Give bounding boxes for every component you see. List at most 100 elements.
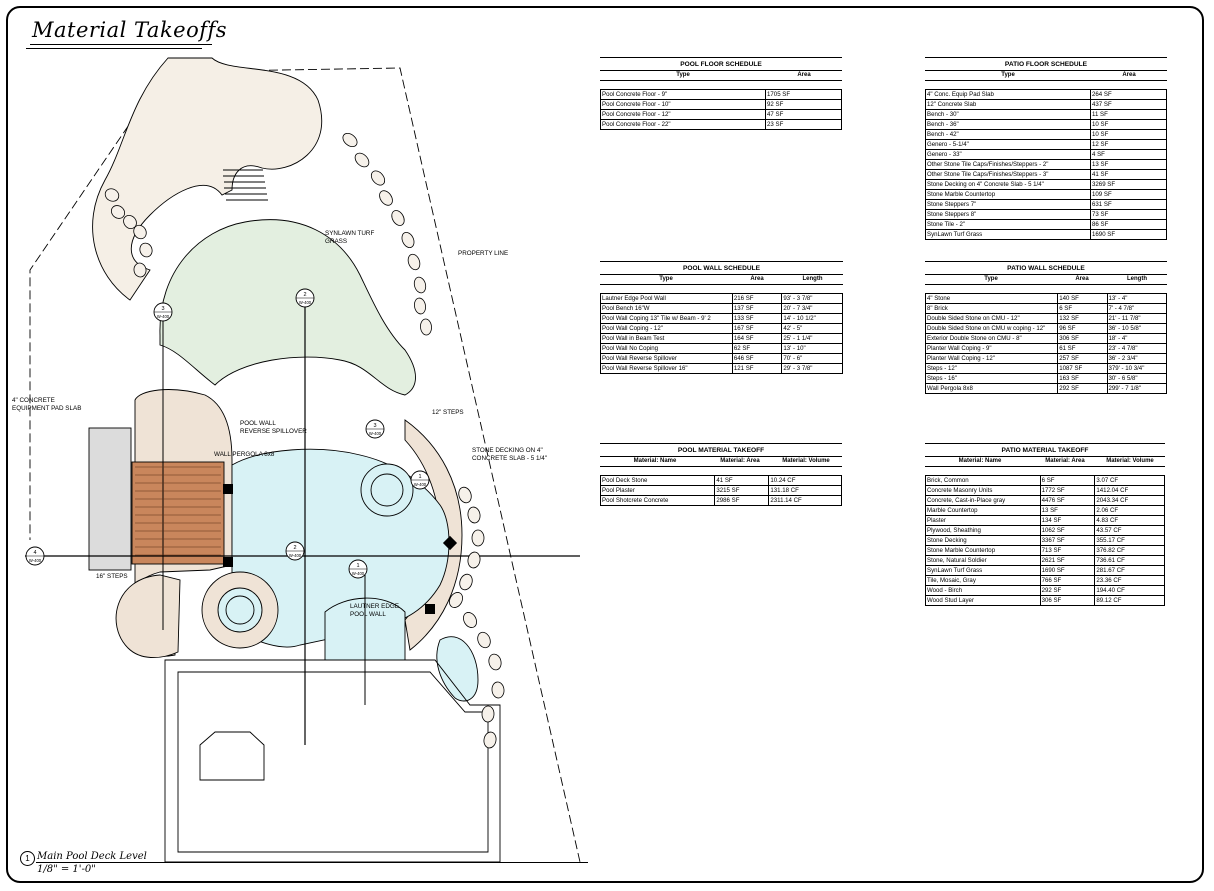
stepper-stone xyxy=(104,188,120,202)
table-cell: Pool Wall Reverse Spillover 16" xyxy=(600,363,733,374)
table-cell: 36' - 10 5/8" xyxy=(1106,323,1167,334)
table-cell: Plywood, Sheathing xyxy=(925,525,1041,536)
table-cell: 13 SF xyxy=(1039,505,1096,516)
column-header: Length xyxy=(802,276,823,282)
label-lautner-edge: LAUTNER EDGE POOL WALL xyxy=(350,603,399,618)
section-mark: 1W-400 xyxy=(410,470,430,490)
table-cell: Pool Wall in Beam Test xyxy=(600,333,733,344)
table-cell: 140 SF xyxy=(1057,293,1108,304)
table-row: Bench - 30"11 SF xyxy=(924,109,1167,120)
column-header: Area xyxy=(750,276,764,282)
table-row: Stone Steppers 7"631 SF xyxy=(924,199,1167,210)
table-cell: Wood - Birch xyxy=(925,585,1041,596)
house-inner xyxy=(177,671,489,853)
table-cell: 121 SF xyxy=(731,363,783,374)
table-cell: 25' - 1 1/4" xyxy=(781,333,843,344)
table-cell: Bench - 36" xyxy=(924,119,1092,130)
column-header: Area xyxy=(1122,72,1136,78)
stepper-stone xyxy=(488,653,502,671)
table-cell: Stone Steppers 8" xyxy=(924,209,1092,220)
level-scale: 1/8" = 1'-0" xyxy=(37,864,96,875)
table-cell: 10 SF xyxy=(1090,129,1167,140)
section-mark: 3W-400 xyxy=(153,302,173,322)
column-header: Material: Area xyxy=(1045,458,1085,464)
level-number-bubble: 1 xyxy=(20,851,35,866)
planter xyxy=(436,636,479,702)
table-cell: 41 SF xyxy=(714,475,770,486)
table-cell: Concrete, Cast-in-Place gray xyxy=(925,495,1041,506)
table-cell: Genero - 5-1/4" xyxy=(924,139,1092,150)
table-cell: 2311.14 CF xyxy=(768,495,842,506)
section-mark-number: 4 xyxy=(33,550,36,556)
table-cell: Concrete Masonry Units xyxy=(925,485,1041,496)
table-cell: 4 SF xyxy=(1090,149,1167,160)
stepper-stone xyxy=(420,318,432,336)
table-cell: 164 SF xyxy=(731,333,783,344)
pool-wall-schedule: POOL WALL SCHEDULE Type Area Length Laut… xyxy=(600,261,843,374)
table-cell: 13' - 4" xyxy=(1106,293,1167,304)
stepper-stone xyxy=(481,705,495,723)
table-cell: 133 SF xyxy=(731,313,783,324)
table-cell: Stone Tile - 2" xyxy=(924,219,1092,230)
table-cell: 1705 SF xyxy=(765,89,842,100)
spa-inner xyxy=(217,587,263,633)
level-underline xyxy=(36,862,588,863)
table-cell: 379' - 10 3/4" xyxy=(1106,363,1167,374)
schedule-caption: POOL WALL SCHEDULE xyxy=(600,261,843,274)
stepper-stone xyxy=(133,262,147,278)
section-mark: 1W-400 xyxy=(348,559,368,579)
table-cell: Stone Decking xyxy=(925,535,1041,546)
schedule-header: Type Area xyxy=(600,70,842,81)
table-cell: 14' - 10 1/2" xyxy=(781,313,843,324)
table-cell: 3215 SF xyxy=(714,485,770,496)
schedule-header: Material: Name Material: Area Material: … xyxy=(925,456,1165,467)
column-header: Type xyxy=(676,72,690,78)
schedule-caption: POOL MATERIAL TAKEOFF xyxy=(600,443,842,456)
label-synlawn: SYNLAWN TURF GRASS xyxy=(325,230,375,245)
table-cell: 713 SF xyxy=(1039,545,1096,556)
stepper-stone xyxy=(139,242,153,258)
table-cell: 6 SF xyxy=(1057,303,1108,314)
table-cell: Pool Shotcrete Concrete xyxy=(599,495,716,506)
table-cell: Marble Countertop xyxy=(925,505,1041,516)
table-cell: 47 SF xyxy=(765,109,842,120)
table-row: Genero - 5-1/4"12 SF xyxy=(924,139,1167,150)
table-cell: Stone Marble Countertop xyxy=(924,189,1092,200)
table-cell: 21' - 11 7/8" xyxy=(1106,313,1167,324)
label-equipment-pad: 4" CONCRETE EQUIPMENT PAD SLAB xyxy=(12,397,82,412)
schedule-caption: POOL FLOOR SCHEDULE xyxy=(600,57,842,70)
table-cell: Wood Stud Layer xyxy=(925,595,1041,606)
table-cell: 1412.04 CF xyxy=(1094,485,1165,496)
table-cell: 299' - 7 1/8" xyxy=(1106,383,1167,394)
table-cell: Planter Wall Coping - 12" xyxy=(924,353,1059,364)
table-cell: 355.17 CF xyxy=(1094,535,1165,546)
title-underline xyxy=(30,44,212,45)
column-d xyxy=(442,535,458,551)
label-stone-decking: STONE DECKING ON 4" CONCRETE SLAB - 5 1/… xyxy=(472,447,548,462)
stepper-stone xyxy=(458,486,472,504)
table-cell: 23 SF xyxy=(765,119,842,130)
schedule-caption: PATIO FLOOR SCHEDULE xyxy=(925,57,1167,70)
table-cell: 7' - 4 7/8" xyxy=(1106,303,1167,314)
section-mark-sheet: W-400 xyxy=(289,553,302,558)
table-cell: 2621 SF xyxy=(1039,555,1096,566)
turf-area xyxy=(159,219,416,396)
table-cell: 163 SF xyxy=(1057,373,1108,384)
table-cell: 257 SF xyxy=(1057,353,1108,364)
